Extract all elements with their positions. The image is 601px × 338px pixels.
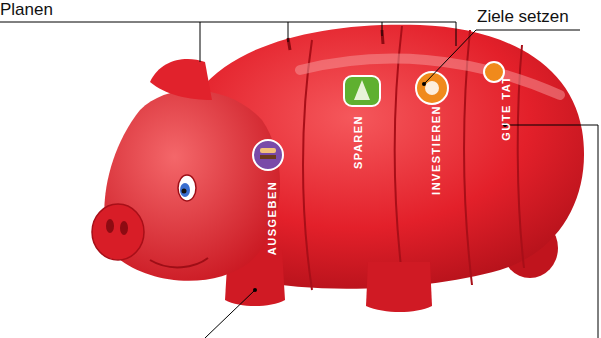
invest-icon xyxy=(425,81,439,95)
leader-dot xyxy=(422,82,426,86)
leader-line xyxy=(200,22,201,62)
leader-line xyxy=(382,22,383,36)
pig-leg xyxy=(366,262,432,312)
pig-pupil xyxy=(180,183,190,197)
band-label: GUTE TAT xyxy=(501,75,512,140)
spend-icon xyxy=(260,148,276,153)
band-line xyxy=(395,26,404,292)
spend-icon xyxy=(253,140,283,170)
leader-line xyxy=(456,22,457,46)
spend-icon xyxy=(260,155,276,159)
callout-label: Planen xyxy=(0,1,53,18)
leader-line xyxy=(288,22,289,42)
leader-dot xyxy=(253,288,257,292)
band-line xyxy=(303,40,312,290)
callout-label: Ziele setzen xyxy=(477,8,569,25)
pig-mouth xyxy=(150,258,208,267)
band-label: AUSGEBEN xyxy=(267,181,278,255)
pig-ear xyxy=(150,59,212,100)
nostril xyxy=(120,221,128,235)
band-label: SPAREN xyxy=(353,115,364,169)
leader-line xyxy=(205,290,255,338)
band-label: INVESTIEREN xyxy=(431,105,442,195)
pig-eye xyxy=(178,175,196,201)
pig-pupil xyxy=(182,189,187,194)
save-icon xyxy=(344,76,380,106)
nostril xyxy=(106,219,114,233)
leader-line xyxy=(505,125,598,338)
save-icon xyxy=(354,80,370,100)
pig-snout xyxy=(92,204,144,260)
leader-line xyxy=(0,22,456,23)
invest-icon xyxy=(416,72,448,104)
